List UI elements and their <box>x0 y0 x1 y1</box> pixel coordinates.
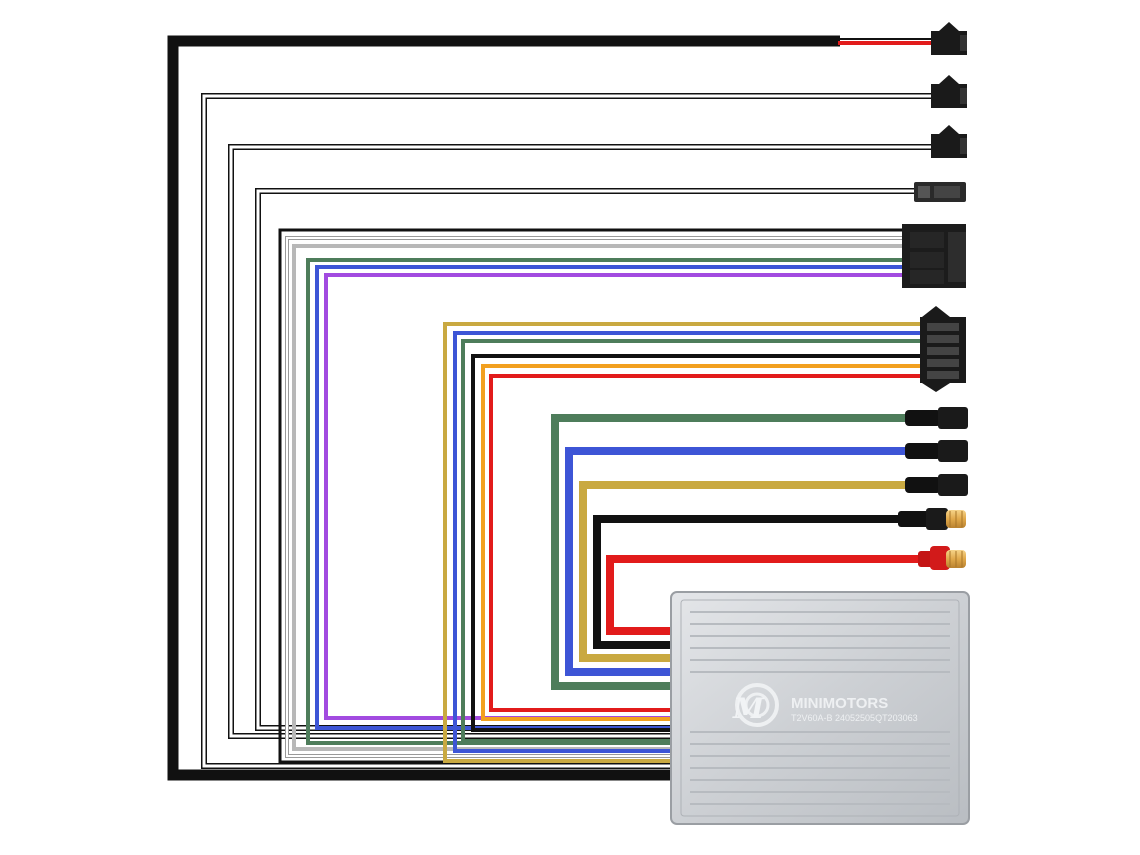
connector-brake-2 <box>931 125 967 158</box>
controller-brand: MINIMOTORS <box>791 695 888 712</box>
heatsink-ribs <box>690 611 950 805</box>
connector-phase-yellow <box>905 474 968 496</box>
wire-brake-1 <box>201 93 933 769</box>
wire-hall-blue <box>453 331 922 753</box>
wire-hall-yellow <box>443 322 922 763</box>
connector-power-switch <box>931 22 967 55</box>
wire-phase-green <box>551 414 907 690</box>
connector-phase-green <box>905 407 968 429</box>
wire-harness <box>167 35 933 781</box>
controller-model: T2V60A-B 24052505QT203063 <box>791 713 918 723</box>
wire-battery-black <box>593 515 905 649</box>
wire-phase-yellow <box>579 481 910 662</box>
wire-power-black <box>167 35 840 781</box>
wire-display-white <box>285 236 903 758</box>
connector-battery-negative <box>898 508 966 530</box>
connector-phase-blue <box>905 440 968 462</box>
connector-light <box>914 182 966 202</box>
connectors <box>898 22 968 570</box>
svg-text:M: M <box>732 692 765 725</box>
connector-display <box>902 224 966 288</box>
controller-box: M MINIMOTORS T2V60A-B 24052505QT203063 <box>670 591 970 825</box>
wire-brake-2 <box>228 144 933 739</box>
wire-hall-orange <box>481 364 922 721</box>
wire-hall-black <box>471 354 922 732</box>
wire-phase-blue <box>565 447 910 676</box>
connector-hall-sensor <box>920 306 966 392</box>
wire-hall-red <box>489 374 922 712</box>
connector-brake-1 <box>931 75 967 108</box>
connector-battery-positive <box>918 546 966 570</box>
wire-battery-red <box>606 555 925 635</box>
wire-hall-green <box>461 339 922 743</box>
controller-logo: M <box>732 683 779 727</box>
